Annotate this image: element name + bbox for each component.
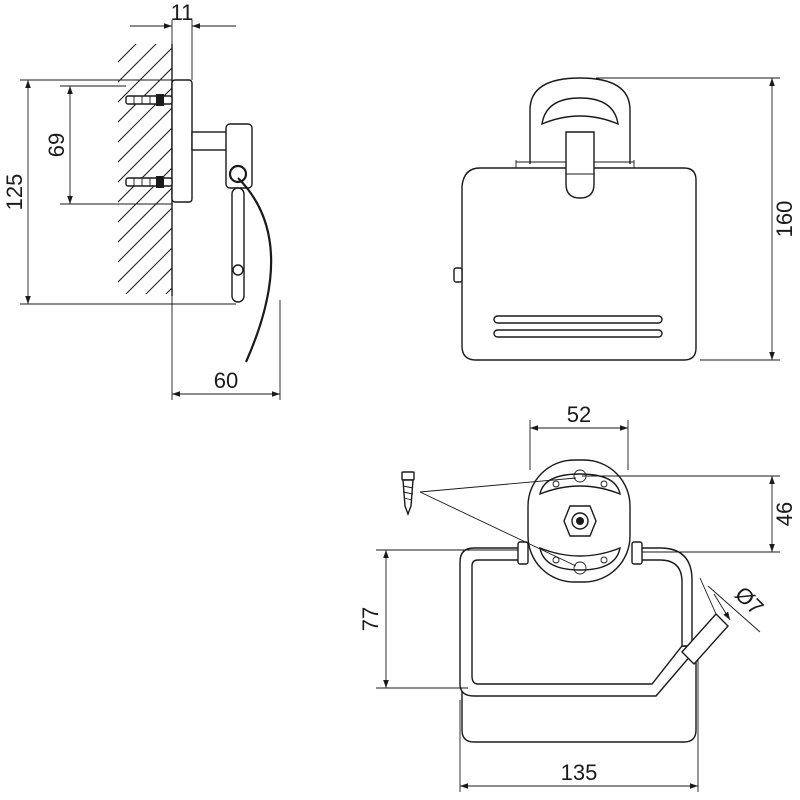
- plan-left-pin: [517, 541, 529, 565]
- wall-hatching: [118, 44, 172, 294]
- plan-rod-end: [681, 612, 729, 666]
- dim-label-135: 135: [561, 760, 598, 785]
- front-hook: [565, 131, 595, 199]
- wall-plate: [171, 79, 193, 203]
- hinge-pivot: [228, 164, 248, 184]
- dim-label-52: 52: [567, 402, 591, 427]
- front-slot-upper: [493, 315, 663, 324]
- dim-label-69: 69: [44, 133, 69, 157]
- plan-rod-right: [635, 547, 693, 647]
- front-cover: [461, 167, 697, 361]
- dim-side-total-height: 125: [2, 79, 236, 305]
- plan-right-pin: [631, 541, 643, 565]
- front-slot-lower: [493, 329, 663, 338]
- lower-screw-icon: [125, 176, 173, 188]
- lower-screw-hole: [573, 561, 587, 575]
- dim-plan-plate-width: 52: [529, 402, 629, 470]
- leader-upper: [419, 477, 577, 493]
- front-plate-crescent: [541, 97, 619, 126]
- cover-flap-curve: [237, 177, 273, 363]
- leader-lower: [419, 491, 577, 567]
- dim-side-projection: 60: [171, 296, 281, 400]
- dim-label-125: 125: [2, 174, 27, 211]
- front-back-plate: [529, 77, 631, 164]
- dim-label-11: 11: [171, 0, 194, 25]
- front-view: 160: [453, 77, 797, 361]
- dim-plan-arm-height: 77: [358, 549, 518, 689]
- plan-plate-lower-crescent: [539, 546, 621, 571]
- side-view: 11 125 69 60: [2, 0, 281, 400]
- loose-screw-icon: [401, 471, 415, 516]
- upper-screw-icon: [125, 94, 173, 106]
- front-side-pin: [453, 267, 463, 283]
- side-arm: [191, 131, 231, 151]
- dim-label-60: 60: [214, 368, 238, 393]
- dim-label-77: 77: [358, 607, 383, 631]
- dim-side-screw-spacing: 69: [44, 85, 172, 205]
- dim-plan-plate-height: 46: [582, 475, 797, 553]
- dim-label-160: 160: [772, 201, 797, 238]
- dim-label-diameter-7: Ø7: [730, 581, 768, 619]
- dim-side-wall-thickness: 11: [130, 0, 236, 80]
- dim-front-height: 160: [596, 77, 797, 361]
- roll-rod-side: [231, 187, 245, 303]
- dim-plan-total-width: 135: [459, 660, 699, 792]
- dim-label-46: 46: [772, 502, 797, 526]
- plan-cover-outline: [461, 650, 697, 743]
- plan-view: 52 46 77 Ø7 135: [358, 402, 797, 792]
